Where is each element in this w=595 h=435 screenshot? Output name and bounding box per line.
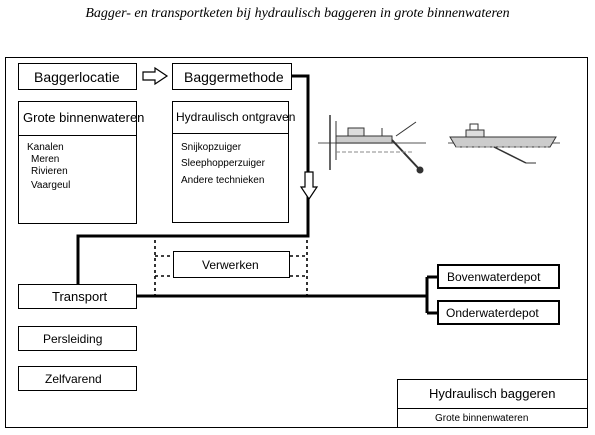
verwerken-box: Verwerken — [173, 251, 290, 278]
baggerlocatie-subtitle-box: Grote binnenwateren — [18, 101, 144, 136]
hollow-arrow-right — [142, 66, 169, 86]
trailing-hopper-dredger-illustration — [448, 123, 560, 164]
baggermethode-item: Andere technieken — [181, 175, 265, 186]
verwerken-label: Verwerken — [202, 258, 259, 272]
baggerlocatie-item: Meren — [31, 154, 60, 165]
diagram-frame — [5, 57, 588, 428]
zelfvarend-box: Zelfvarend — [18, 366, 137, 391]
cutter-suction-dredger-illustration — [318, 115, 426, 174]
baggerlocatie-items-box: Kanalen Meren Rivieren Vaargeul — [18, 135, 137, 224]
baggerlocatie-item: Rivieren — [31, 166, 68, 177]
bovenwaterdepot-label: Bovenwaterdepot — [447, 270, 541, 284]
transport-box: Transport — [18, 284, 137, 309]
baggermethode-item: Sleephopperzuiger — [181, 158, 265, 169]
legend-title-box: Hydraulisch baggeren — [397, 379, 588, 409]
zelfvarend-label: Zelfvarend — [45, 372, 102, 386]
baggermethode-items-box: Snijkopzuiger Sleephopperzuiger Andere t… — [172, 133, 289, 223]
persleiding-label: Persleiding — [43, 332, 103, 346]
dashed-line-verwerken — [154, 240, 308, 296]
legend-title: Hydraulisch baggeren — [429, 386, 556, 401]
baggermethode-subtitle-box: Hydraulisch ontgraven — [172, 101, 295, 134]
legend-subtitle-box: Grote binnenwateren — [397, 408, 588, 428]
flow-line-depots — [137, 275, 437, 315]
baggerlocatie-title: Baggerlocatie — [34, 69, 120, 85]
transport-title: Transport — [52, 289, 108, 304]
baggermethode-title: Baggermethode — [184, 69, 284, 85]
baggerlocatie-item: Vaargeul — [31, 180, 71, 191]
flow-line-main — [76, 74, 310, 287]
persleiding-box: Persleiding — [18, 326, 137, 351]
baggerlocatie-subtitle: Grote binnenwateren — [23, 110, 145, 125]
baggerlocatie-item: Kanalen — [27, 142, 64, 153]
baggermethode-box: Baggermethode — [172, 63, 292, 90]
legend-subtitle: Grote binnenwateren — [435, 413, 529, 424]
bovenwaterdepot-box: Bovenwaterdepot — [437, 264, 560, 289]
baggerlocatie-box: Baggerlocatie — [18, 63, 137, 90]
onderwaterdepot-box: Onderwaterdepot — [437, 300, 560, 325]
baggermethode-subtitle: Hydraulisch ontgraven — [176, 110, 296, 124]
onderwaterdepot-label: Onderwaterdepot — [446, 306, 539, 320]
hollow-arrow-down — [299, 171, 319, 201]
baggermethode-item: Snijkopzuiger — [181, 142, 242, 153]
diagram-caption: Bagger- en transportketen bij hydraulisc… — [85, 6, 510, 21]
